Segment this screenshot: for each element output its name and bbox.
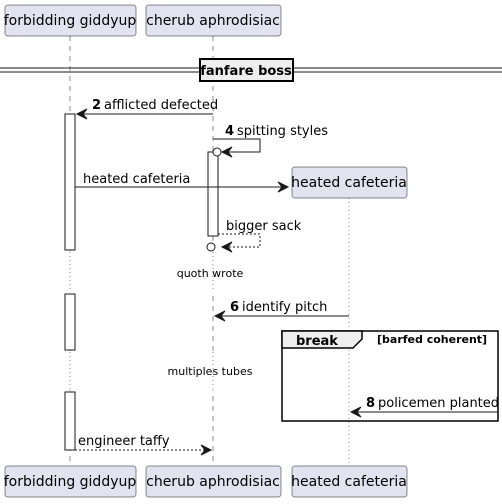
divider-label: fanfare boss [200, 64, 292, 79]
participant-cherub-aphrodisiac-top-label: cherub aphrodisiac [146, 13, 280, 29]
participant-cherub-aphrodisiac-bottom [145, 465, 282, 498]
participants-bottom: forbidding giddyup cherub aphrodisiac he… [4, 465, 408, 498]
message-2-label: afflicted defected [104, 98, 218, 113]
participant-forbidding-giddyup-top-label: forbidding giddyup [4, 13, 137, 29]
message-8-number: 8 [366, 396, 375, 411]
message-8: 8 policemen planted [349, 396, 499, 418]
lost-message-circle-2 [206, 242, 216, 252]
message-8-label: policemen planted [378, 396, 499, 411]
message-last-label: engineer taffy [78, 434, 170, 449]
activations [64, 113, 219, 451]
message-4: 4 spitting styles [212, 124, 328, 158]
participant-forbidding-giddyup-bottom-label: forbidding giddyup [4, 474, 137, 490]
message-2-number: 2 [92, 98, 101, 113]
participant-cherub-aphrodisiac-top [145, 4, 282, 37]
message-2: 2 afflicted defected [75, 98, 218, 120]
participant-heated-cafeteria-created-label: heated cafeteria [291, 175, 407, 191]
group-guard: [barfed coherent] [377, 333, 487, 346]
participant-heated-cafeteria-bottom [291, 465, 408, 498]
participant-cherub-aphrodisiac-bottom-label: cherub aphrodisiac [146, 474, 280, 490]
activation-forbidding-giddyup-1 [64, 113, 76, 251]
message-6-label: identify pitch [242, 300, 327, 315]
participant-forbidding-giddyup-top [4, 4, 137, 37]
message-return: bigger sack [206, 219, 302, 253]
message-create: heated cafeteria [75, 172, 290, 193]
activation-cherub-aphrodisiac [207, 151, 219, 237]
participant-heated-cafeteria-created: heated cafeteria [291, 166, 408, 199]
message-6: 6 identify pitch [213, 300, 349, 322]
activation-forbidding-giddyup-3 [64, 391, 76, 451]
activation-forbidding-giddyup-2 [64, 293, 76, 351]
participant-forbidding-giddyup-bottom [4, 465, 137, 498]
participants-top: forbidding giddyup cherub aphrodisiac [4, 4, 282, 37]
group-frame [281, 330, 499, 422]
divider-fanfare-boss: fanfare boss [0, 58, 502, 82]
message-4-number: 4 [225, 124, 234, 139]
delay-gaps [60, 252, 222, 390]
divider-box [199, 58, 294, 82]
message-create-label: heated cafeteria [83, 172, 190, 187]
message-return-label: bigger sack [226, 219, 302, 234]
group-title: break [296, 334, 338, 349]
participant-heated-cafeteria-bottom-label: heated cafeteria [291, 474, 407, 490]
delay-label-1: quoth wrote [177, 267, 244, 280]
message-last: engineer taffy [75, 434, 213, 456]
lost-message-circle-1 [212, 147, 222, 157]
group-tab [281, 330, 363, 349]
delay-label-2: multiples tubes [168, 365, 253, 378]
message-6-number: 6 [230, 300, 239, 315]
message-4-label: spitting styles [237, 124, 328, 139]
group-break: break [barfed coherent] [281, 330, 499, 422]
